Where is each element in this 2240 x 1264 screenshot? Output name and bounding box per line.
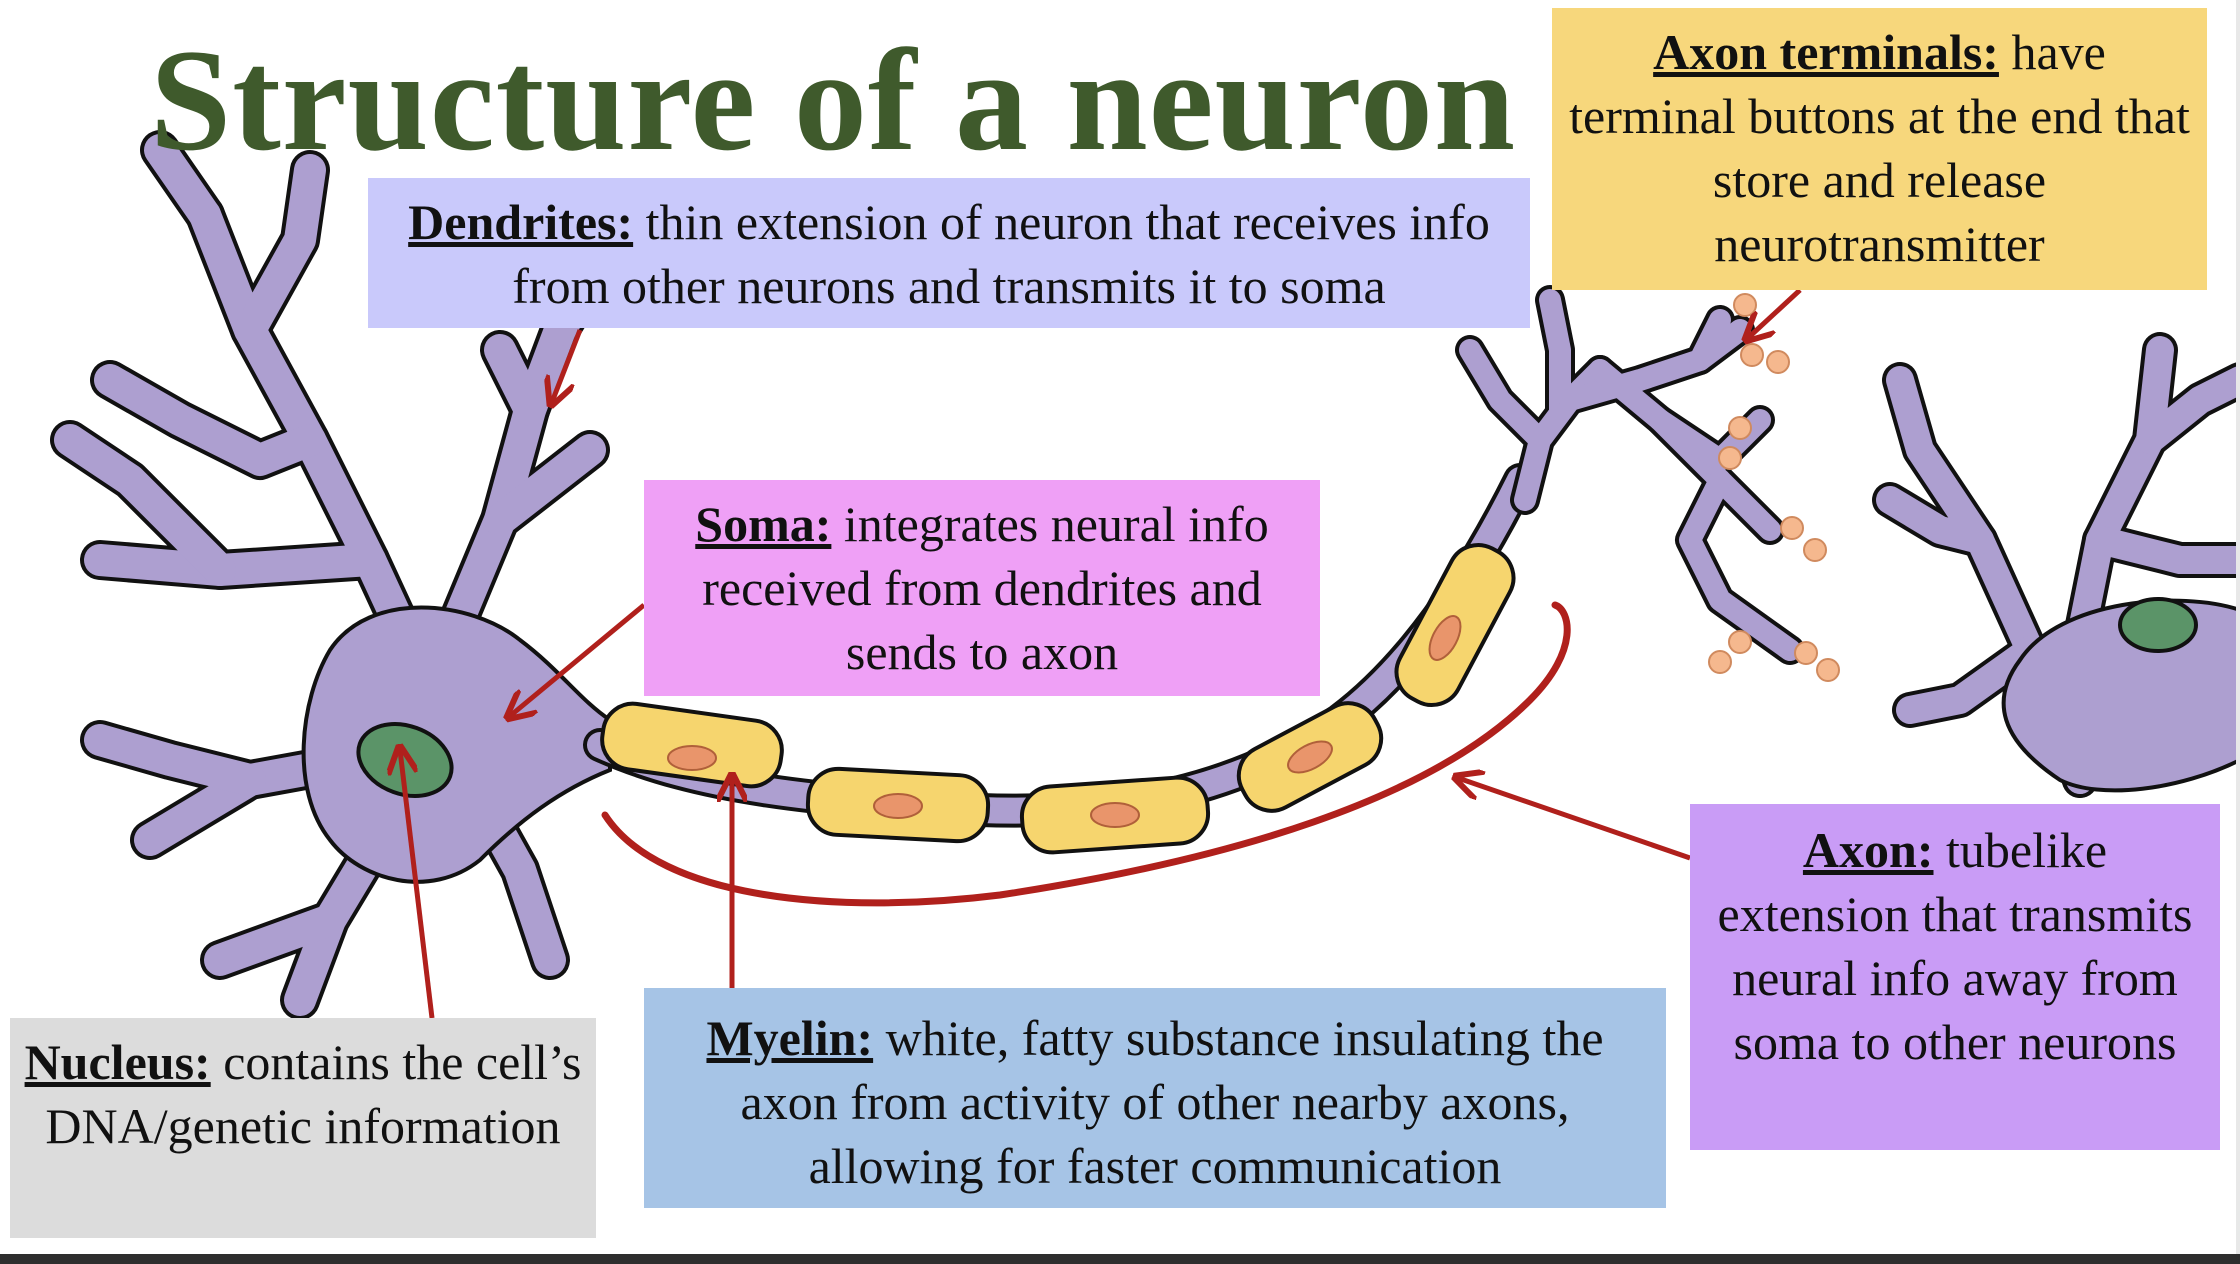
slide-title: Structure of a neuron [150,19,1517,181]
myelin-sheaths [600,543,1516,855]
dendrites-term: Dendrites: [408,194,634,250]
soma-description: integrates neural info received from den… [702,496,1269,680]
axon-terminals-description: have terminal buttons at the end that st… [1569,24,2190,272]
arrow-dendrites [552,329,583,402]
bottom-bar [0,1254,2240,1264]
axon-label-box: Axon: tubelike extension that transmits … [1690,804,2220,1150]
arrow-axon [1458,778,1691,861]
pointer-arrows [400,288,1802,1019]
arrow-nucleus [400,750,435,1019]
myelin-label-box: Myelin: white, fatty substance insulatin… [644,988,1666,1208]
myelin-description: white, fatty substance insulating the ax… [740,1010,1604,1194]
axon-term: Axon: [1802,822,1934,878]
arrow-soma [510,603,646,716]
soma-label-box: Soma: integrates neural info received fr… [644,480,1320,696]
soma [301,605,612,884]
nucleus-label-box: Nucleus: contains the cell’s DNA/genetic… [10,1018,596,1238]
neighbor-neuron [1872,332,2240,798]
axon-terminals-label-box: Axon terminals: have terminal buttons at… [1552,8,2207,290]
terminal-vesicles [1708,293,1840,682]
slide-edge [2236,0,2240,1254]
axon-description: tubelike extension that transmits neural… [1717,822,2193,1070]
axon-terminals-term: Axon terminals: [1653,24,1999,80]
axon-bracket [601,601,1571,907]
soma-term: Soma: [695,496,832,552]
neighbor-nucleus [2118,597,2198,653]
nucleus-description: contains the cell’s DNA/genetic informat… [45,1034,582,1154]
dendrites-label-box: Dendrites: thin extension of neuron that… [368,178,1530,328]
arrow-axon-terminals [1748,288,1802,338]
myelin-term: Myelin: [706,1010,874,1066]
nucleus-term: Nucleus: [24,1034,211,1090]
dendrites-description: thin extension of neuron that receives i… [512,194,1490,314]
